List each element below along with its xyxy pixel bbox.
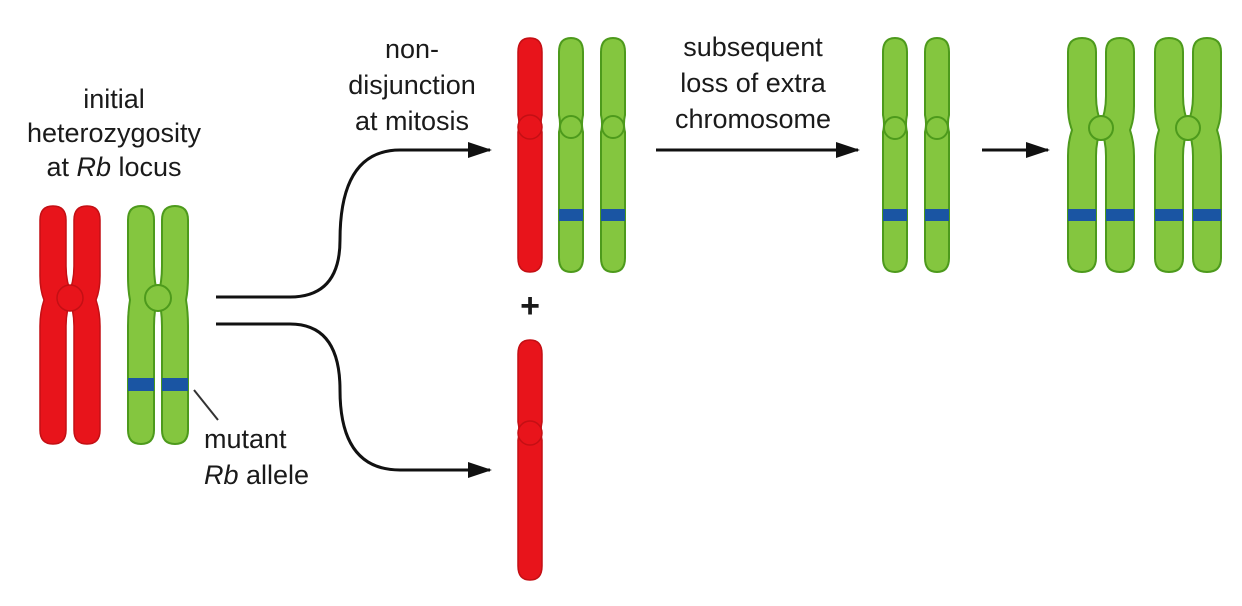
- lost-red-chromosome: [517, 339, 543, 581]
- final-mutant-chromosome-1: [1067, 36, 1135, 274]
- post-loss-chromatid-b: [924, 36, 950, 274]
- initial-label-line2: heterozygosity: [27, 118, 202, 148]
- red-centromere-bottom: [517, 420, 543, 446]
- normal-chromatid-right: [67, 205, 101, 445]
- subsequent-label-line1: subsequent: [683, 32, 823, 62]
- nondisjunction-cell-chromosomes: [517, 36, 626, 274]
- mutant-allele-leader-line: [193, 389, 219, 421]
- mutant-band-right: [162, 378, 188, 391]
- normal-centromere: [56, 284, 84, 312]
- final1-centromere: [1088, 115, 1114, 141]
- final1-chromatid-right: [1098, 36, 1135, 274]
- green-band-a: [559, 209, 583, 221]
- mutant-label-line2: Rb allele: [204, 460, 309, 490]
- arrow-to-nondisjunction: [216, 142, 492, 299]
- final2-band-left: [1155, 209, 1183, 221]
- mutant-band-left: [128, 378, 154, 391]
- post-loss-centromere-b: [925, 116, 949, 140]
- red-single-chromatid-bottom: [517, 339, 543, 581]
- mutant-chromatid-right: [156, 204, 189, 446]
- green-centromere-a: [559, 115, 583, 139]
- final2-chromatid-left: [1154, 36, 1191, 274]
- green-single-chromatid-b: [600, 36, 626, 274]
- nondisjunction-label-line2: disjunction: [348, 70, 476, 100]
- plus-sign: +: [520, 287, 540, 325]
- post-loss-band-a: [883, 209, 907, 221]
- final1-band-right: [1106, 209, 1134, 221]
- final1-band-left: [1068, 209, 1096, 221]
- red-centromere-top: [517, 114, 543, 140]
- initial-label-line1: initial: [83, 84, 145, 114]
- nondisjunction-label-line1: non-: [385, 34, 439, 64]
- red-single-chromatid-top: [517, 37, 543, 273]
- arrow-to-lost-chromosome: [216, 322, 492, 478]
- post-loss-centromere-a: [883, 116, 907, 140]
- final-mutant-chromosome-2: [1154, 36, 1222, 274]
- final2-centromere: [1175, 115, 1201, 141]
- initial-mutant-chromosome: [127, 204, 189, 446]
- post-loss-band-b: [925, 209, 949, 221]
- final1-chromatid-left: [1067, 36, 1104, 274]
- mutant-chromatid-left: [127, 204, 160, 446]
- mutant-centromere: [144, 284, 172, 312]
- initial-label-line3: at Rb locus: [46, 152, 181, 182]
- mutant-label-line1: mutant: [204, 424, 287, 454]
- subsequent-label-line3: chromosome: [675, 104, 831, 134]
- nondisjunction-label-line3: at mitosis: [355, 106, 469, 136]
- green-centromere-b: [601, 115, 625, 139]
- final2-band-right: [1193, 209, 1221, 221]
- normal-chromatid-left: [39, 205, 73, 445]
- initial-normal-chromosome: [39, 205, 101, 445]
- post-loss-chromosomes: [882, 36, 950, 274]
- subsequent-label-line2: loss of extra: [680, 68, 827, 98]
- green-band-b: [601, 209, 625, 221]
- final2-chromatid-right: [1185, 36, 1222, 274]
- green-single-chromatid-a: [558, 36, 584, 274]
- post-loss-chromatid-a: [882, 36, 908, 274]
